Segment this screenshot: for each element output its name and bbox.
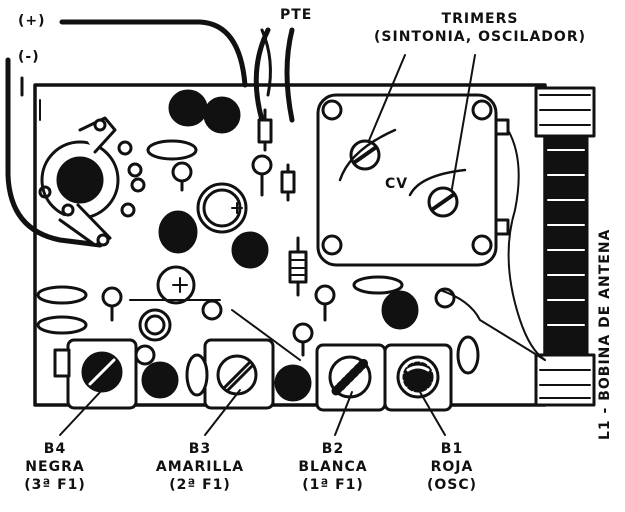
disc-6 xyxy=(134,344,156,366)
ceramic-cap-5 xyxy=(185,353,209,397)
b2-stage: (1ª F1) xyxy=(302,477,364,493)
pte-wire-3 xyxy=(260,28,272,97)
b1-id: B1 xyxy=(440,441,464,457)
transformer-b4 xyxy=(66,338,138,410)
transformer-label-b3: B3 AMARILLA (2ª F1) xyxy=(135,440,265,494)
cv-label: CV xyxy=(385,176,409,192)
plus-terminal-label: (+) xyxy=(18,13,46,29)
b1-pointer xyxy=(419,391,446,436)
disc-5 xyxy=(101,286,123,308)
b2-pointer xyxy=(334,391,353,436)
band-switch xyxy=(38,116,146,247)
ceramic-cap-1 xyxy=(146,139,198,161)
transistor-6 xyxy=(274,364,312,402)
b1-stage: (OSC) xyxy=(426,477,478,493)
disc-7 xyxy=(201,299,223,321)
transformer-label-b2: B2 BLANCA (1ª F1) xyxy=(283,440,383,494)
resistor-1 xyxy=(257,108,273,152)
ceramic-cap-6 xyxy=(456,335,480,375)
transistor-2 xyxy=(203,96,241,134)
b3-color: AMARILLA xyxy=(155,459,245,475)
disc-1 xyxy=(171,161,193,183)
b2-id: B2 xyxy=(321,441,345,457)
electrolytic-cap-1 xyxy=(196,182,248,234)
trace-3 xyxy=(439,289,546,361)
ceramic-cap-2 xyxy=(36,285,88,305)
pte-wire-2 xyxy=(284,27,295,123)
transformer-label-b4: B4 NEGRA (3ª F1) xyxy=(10,440,100,494)
transformer-b3 xyxy=(203,338,275,410)
b2-color: BLANCA xyxy=(298,459,368,475)
b4-color: NEGRA xyxy=(25,459,85,475)
variable-capacitor xyxy=(316,93,510,267)
transformer-b2 xyxy=(315,343,387,412)
disc-3 xyxy=(314,284,336,306)
b1-color: ROJA xyxy=(430,459,474,475)
trimers-subtitle: (SINTONIA, OSCILADOR) xyxy=(374,29,586,45)
minus-wire xyxy=(5,57,103,248)
b3-id: B3 xyxy=(188,441,212,457)
antenna-coil-label: L1 - BOBINA DE ANTENA xyxy=(597,228,613,440)
b4-pointer xyxy=(59,389,103,436)
trimers-title: TRIMERS xyxy=(441,11,519,27)
plus-wire xyxy=(59,19,248,88)
electrolytic-cap-3 xyxy=(138,308,172,342)
transistor-7 xyxy=(158,210,198,254)
b3-stage: (2ª F1) xyxy=(169,477,231,493)
ceramic-cap-4 xyxy=(352,275,404,295)
b4-id: B4 xyxy=(43,441,67,457)
b3-pointer xyxy=(204,389,241,436)
transistor-5 xyxy=(141,361,179,399)
transistor-1 xyxy=(168,89,208,127)
b4-stage: (3ª F1) xyxy=(24,477,86,493)
trace-2 xyxy=(231,309,301,361)
trimers-label: TRIMERS (SINTONIA, OSCILADOR) xyxy=(355,10,605,46)
transistor-4 xyxy=(381,290,419,330)
disc-2 xyxy=(251,154,273,176)
trimer-pointer-1 xyxy=(364,54,406,151)
resistor-2 xyxy=(280,163,296,202)
resistor-3 xyxy=(288,236,308,297)
minus-terminal-label: (-) xyxy=(18,49,40,65)
disc-4 xyxy=(292,322,314,344)
trimer-pointer-2 xyxy=(449,54,476,201)
pte-label: PTE xyxy=(280,7,313,23)
transformer-label-b1: B1 ROJA (OSC) xyxy=(412,440,492,494)
antenna-coil xyxy=(507,86,596,407)
resistor-4 xyxy=(53,348,71,378)
electrolytic-cap-2 xyxy=(156,265,196,305)
transformer-b1 xyxy=(383,343,453,412)
ceramic-cap-3 xyxy=(36,315,88,335)
transistor-3 xyxy=(231,231,269,269)
